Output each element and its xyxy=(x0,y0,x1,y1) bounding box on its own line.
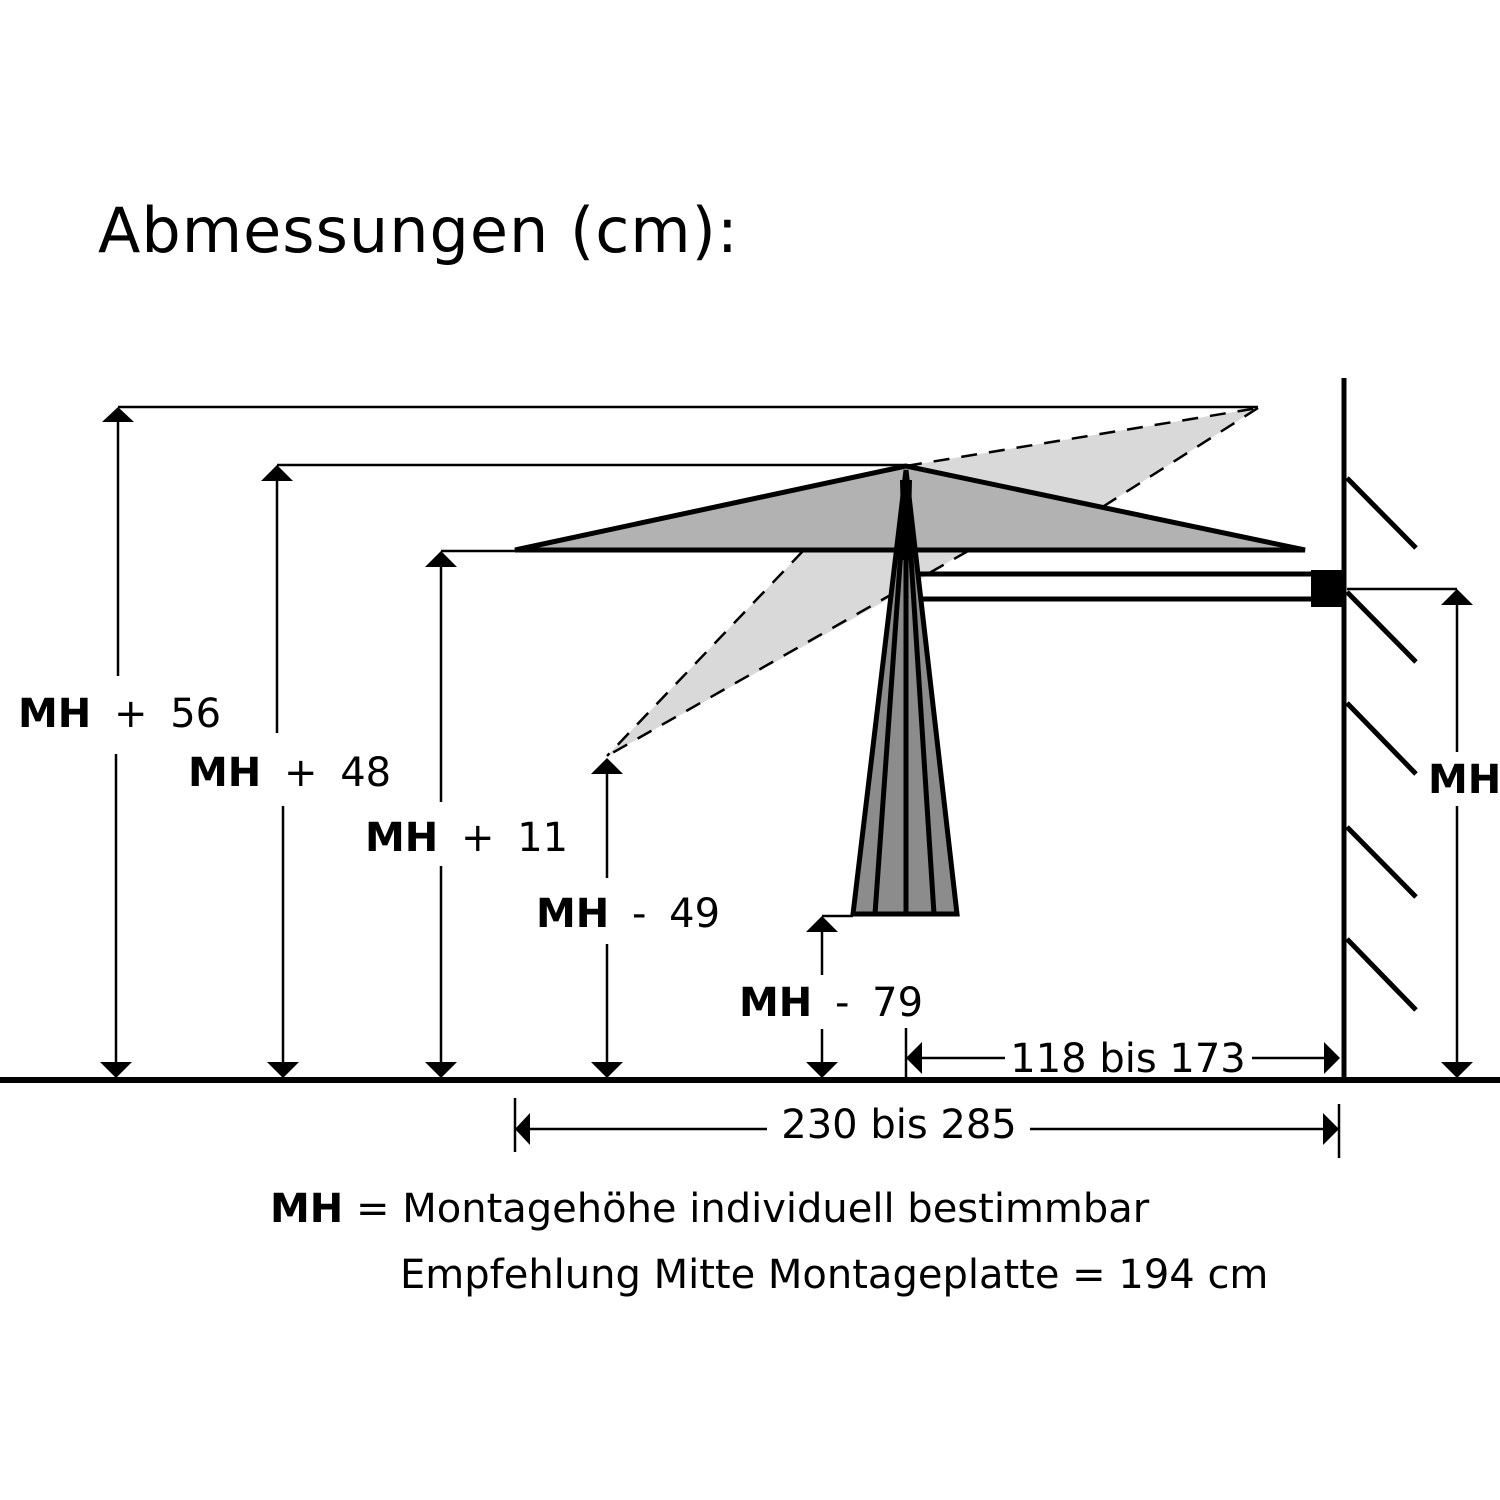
dimension-canopy-to-wall xyxy=(513,1098,1341,1158)
label-mh-plus-56: MH + 56 xyxy=(18,691,221,737)
dimension-mh-plus-56 xyxy=(100,407,134,1078)
label-mh-plus-11: MH + 11 xyxy=(365,815,568,861)
extension-lines xyxy=(118,405,1457,918)
wall xyxy=(1341,378,1418,1080)
dimension-mh-plus-48 xyxy=(261,465,299,1078)
folded-umbrella xyxy=(850,469,960,917)
dimension-mh-minus-79 xyxy=(806,916,838,1078)
dimension-mh-plus-11 xyxy=(425,551,457,1078)
mounting-plate xyxy=(1311,570,1344,607)
legend-line-2: Empfehlung Mitte Montageplatte = 194 cm xyxy=(400,1252,1268,1298)
dimension-mh-wall xyxy=(1441,589,1473,1078)
label-pole-to-wall: 118 bis 173 xyxy=(1010,1036,1245,1082)
label-canopy-to-wall: 230 bis 285 xyxy=(781,1102,1016,1148)
legend-line-1: MH = Montagehöhe individuell bestimmbar xyxy=(270,1186,1150,1232)
page-title: Abmessungen (cm): xyxy=(98,194,739,267)
dimension-pole-to-wall xyxy=(904,1028,1340,1078)
label-mh-minus-49: MH - 49 xyxy=(536,891,720,937)
mounting-arm xyxy=(918,571,1312,602)
label-mh-wall: MH xyxy=(1428,757,1500,803)
dimension-mh-minus-49 xyxy=(591,758,623,1078)
label-mh-plus-48: MH + 48 xyxy=(188,750,391,796)
label-mh-minus-79: MH - 79 xyxy=(739,980,923,1026)
